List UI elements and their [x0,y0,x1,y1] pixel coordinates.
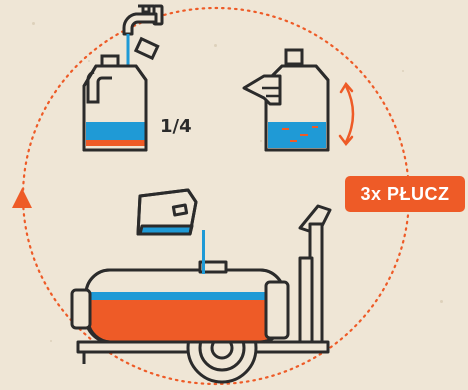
canister-shaking-icon [244,50,328,150]
water-tap-icon [124,6,162,34]
pouring-canister-icon [138,190,196,234]
dose-fraction-label: 1/4 [160,116,192,137]
pour-stream [202,230,205,274]
shake-arrow-icon [340,84,353,144]
canister-filling-icon [84,39,158,150]
sprayer-tank-icon [72,206,330,382]
rinse-badge: 3x PŁUCZ [345,176,465,212]
cycle-arrow-icon [12,188,32,208]
